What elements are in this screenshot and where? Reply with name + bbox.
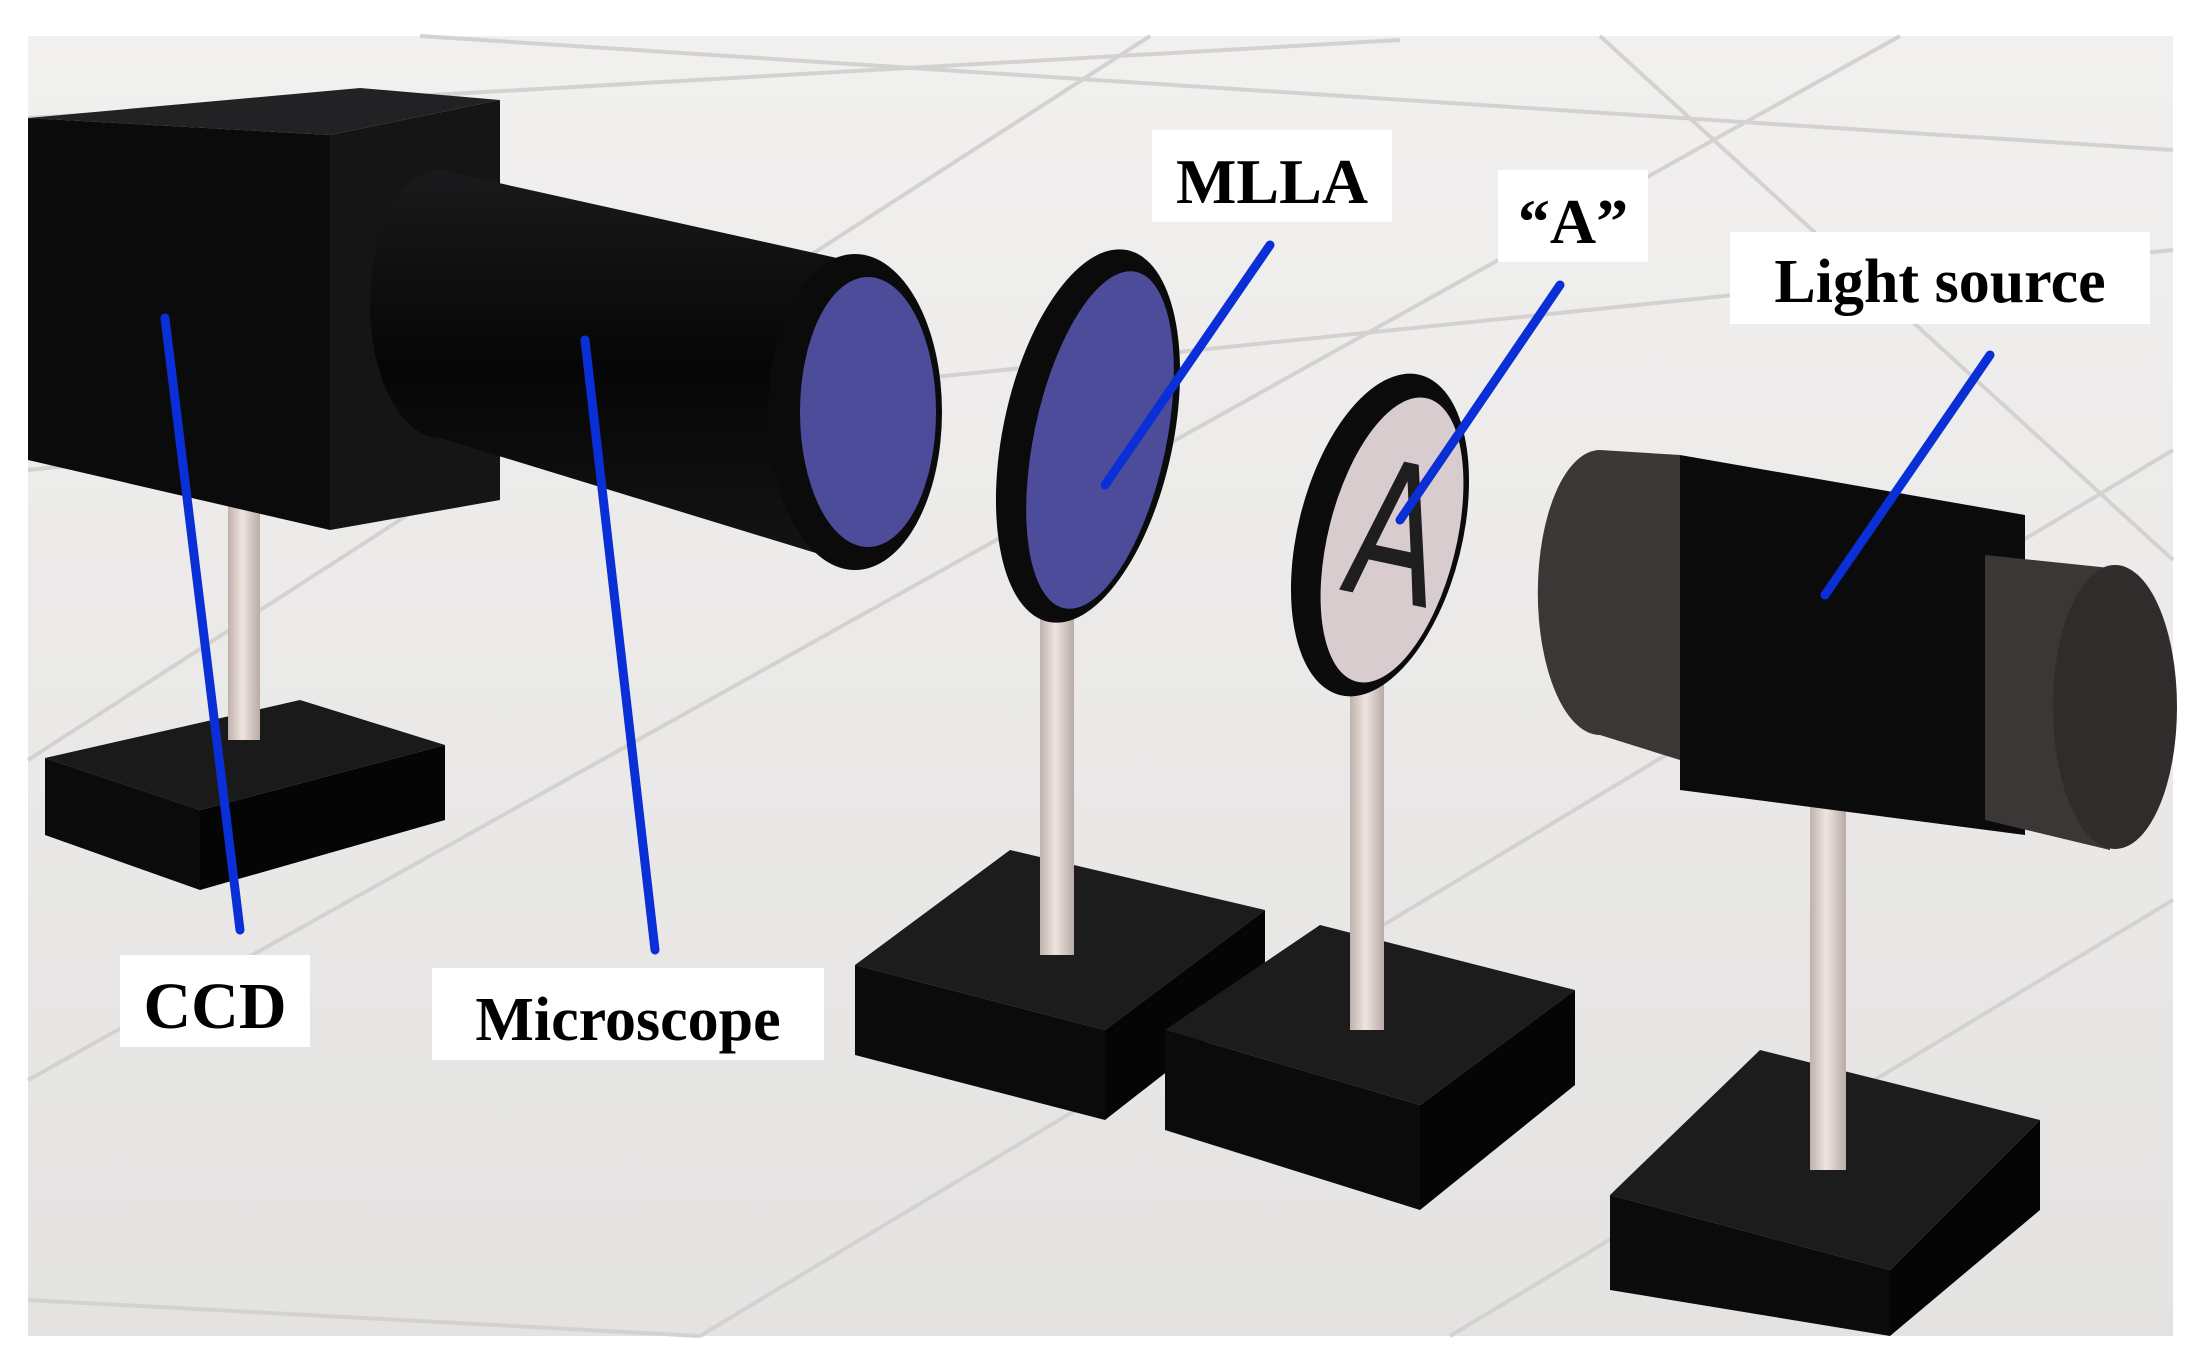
ccd-label-box <box>120 955 310 1047</box>
light-source-label-box <box>1730 232 2150 324</box>
mlla-label: MLLA <box>1176 146 1368 217</box>
mlla-glass <box>1026 271 1174 609</box>
light-source-leader-line <box>1820 350 1995 600</box>
ccd-post <box>228 500 260 740</box>
ccd-body-front <box>28 118 330 530</box>
microscope <box>370 170 942 570</box>
ccd-base-top <box>45 700 445 810</box>
target-label-box <box>1498 170 1648 262</box>
mlla-leader-line <box>1100 240 1275 490</box>
light-base-side <box>1890 1120 2040 1336</box>
light-base-front <box>1610 1195 1890 1336</box>
mlla-post <box>1040 610 1074 955</box>
light-source <box>1537 450 2177 1336</box>
ccd-base-side <box>200 745 445 890</box>
microscope-tube <box>370 170 855 565</box>
light-post <box>1810 770 1846 1170</box>
microscope-leader-line <box>580 335 660 955</box>
leader-lines <box>160 240 1995 955</box>
ccd-label: CCD <box>144 970 287 1043</box>
ccd-body-top <box>28 88 500 135</box>
ccd-base-front <box>45 758 200 890</box>
mlla-lens <box>855 249 1265 1120</box>
microscope-label: Microscope <box>475 986 780 1054</box>
mlla-base-side <box>1105 910 1265 1120</box>
mlla-base-front <box>855 965 1105 1120</box>
target-label: “A” <box>1518 186 1628 257</box>
target-base-side <box>1420 990 1575 1210</box>
light-rear-cap <box>1537 450 1680 760</box>
target-post <box>1350 675 1384 1030</box>
light-main-body <box>1680 455 2025 835</box>
microscope-lens <box>800 277 936 547</box>
target-a: A <box>1165 373 1575 1210</box>
component-labels: CCD Microscope MLLA “A” Light source <box>120 130 2150 1060</box>
light-end-face <box>2053 565 2177 849</box>
target-leader-line <box>1395 280 1565 525</box>
microscope-label-box <box>432 968 824 1060</box>
target-base-front <box>1165 1030 1420 1210</box>
light-source-label: Light source <box>1774 248 2105 316</box>
ccd-leader-line <box>160 313 245 935</box>
mlla-label-box <box>1152 130 1392 222</box>
target-disc <box>1320 397 1464 683</box>
